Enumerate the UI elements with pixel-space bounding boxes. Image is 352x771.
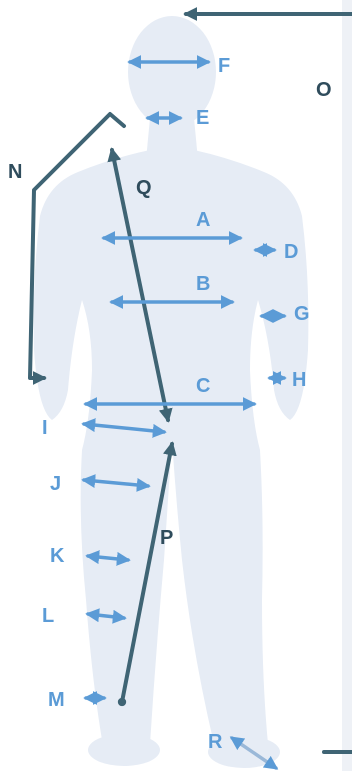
label-d: D [284,241,298,263]
label-n: N [8,161,22,183]
label-f: F [218,55,230,77]
body-silhouette [33,16,309,768]
label-l: L [42,605,54,627]
label-j: J [50,473,61,495]
arrow-j [81,474,151,492]
label-a: A [196,209,210,231]
measure-arrows [81,55,287,770]
labels: F E O N Q A D B G C H I J P K L M R [8,55,332,753]
guide-lines [28,7,352,754]
label-b: B [196,273,210,295]
label-m: M [48,689,65,711]
guide-line-p [117,441,177,707]
label-r: R [208,731,223,753]
label-p: P [160,527,173,549]
label-i: I [42,417,48,439]
arrow-r [229,736,279,770]
arrow-i [81,418,167,438]
label-h: H [292,369,306,391]
guide-line-q [107,147,173,423]
label-k: K [50,545,65,567]
label-e: E [196,107,209,129]
label-c: C [196,375,210,397]
arrow-k [85,550,131,566]
arrow-l [85,608,127,624]
guide-line-n [28,112,126,385]
label-q: Q [136,177,152,199]
label-o: O [316,79,332,101]
label-g: G [294,303,310,325]
right-edge-shade [342,0,352,771]
